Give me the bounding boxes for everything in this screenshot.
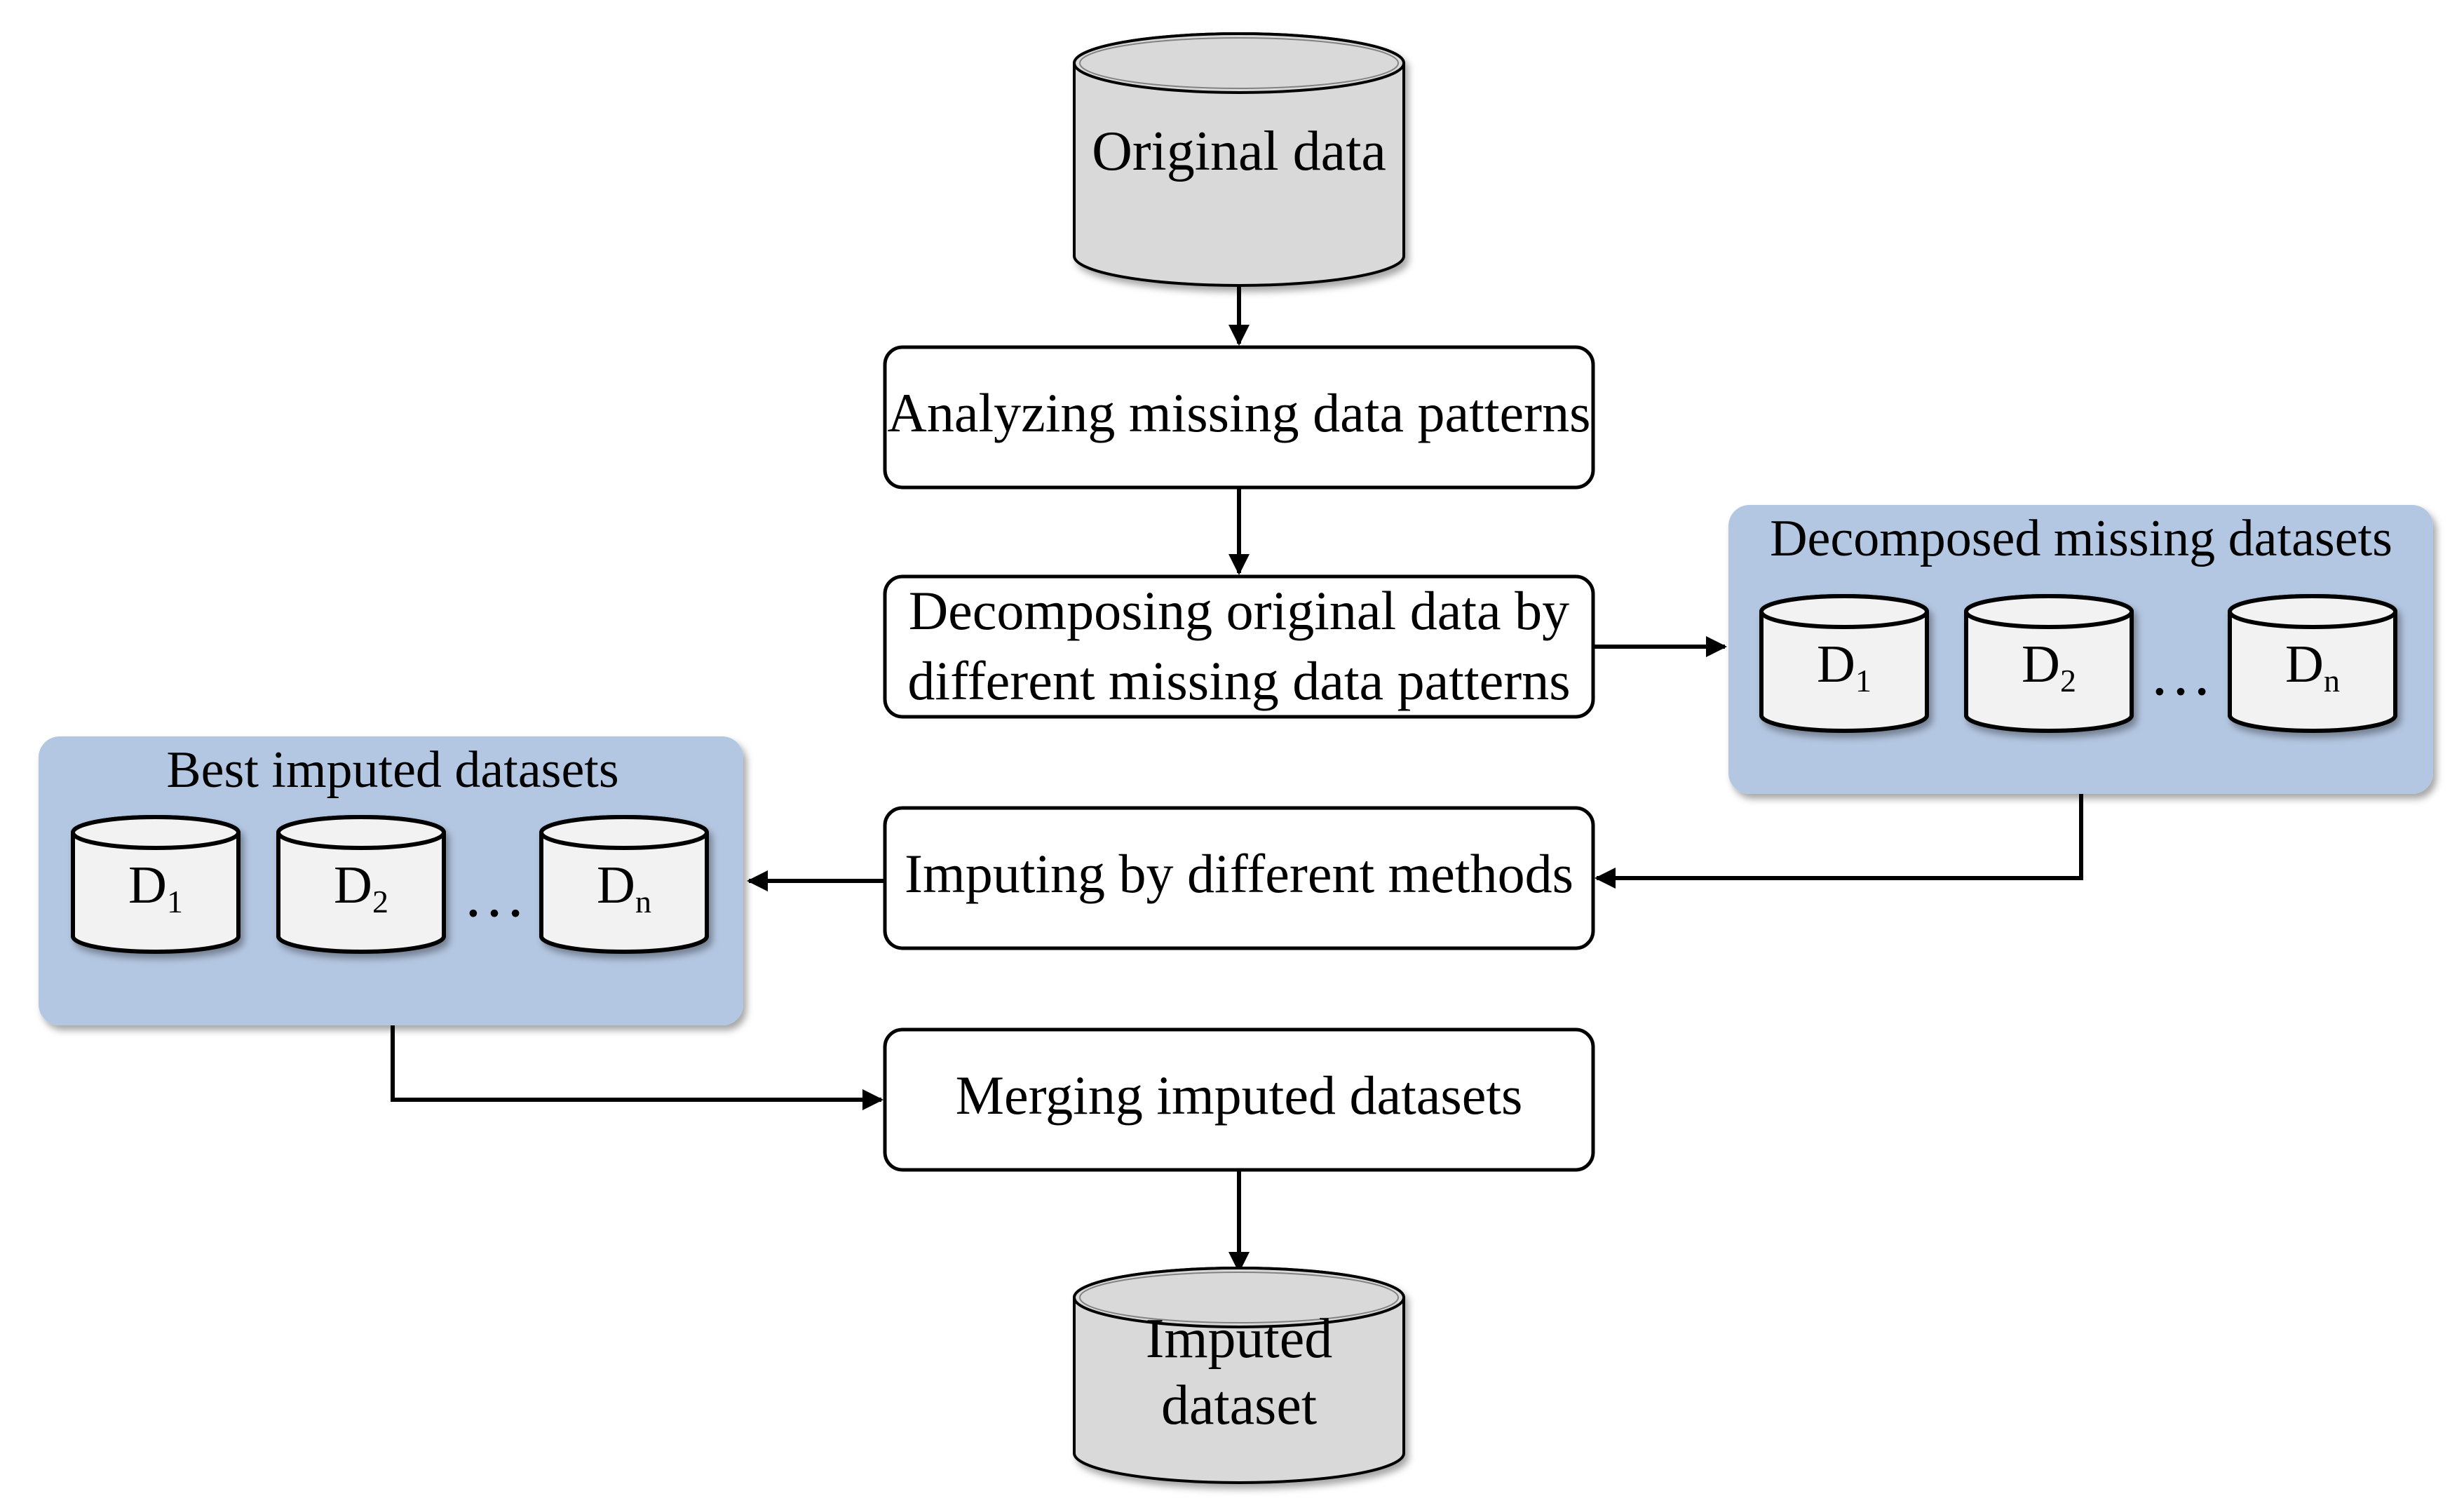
decomposed-datasets-title: Decomposed missing datasets [1770, 510, 2392, 567]
best-dataset-2-top [276, 815, 446, 850]
decomposed-ellipsis: … [2149, 639, 2212, 708]
original-data-cylinder-top-rim [1079, 37, 1399, 89]
best-dataset-1-label: D1 [128, 856, 183, 919]
original-data-cylinder [1073, 32, 1405, 287]
arrow-best-to-merge [391, 1025, 884, 1110]
best-dataset-1-label-sub: 1 [167, 884, 183, 919]
best-dataset-1 [71, 815, 241, 954]
original-data-label-line-1: Original data [1092, 121, 1386, 182]
decomposed-dataset-1 [1759, 594, 1929, 733]
best-dataset-1-label-main: D [128, 856, 167, 915]
best-dataset-2-label: D2 [334, 856, 388, 919]
merge-label-line-1: Merging imputed datasets [956, 1065, 1523, 1126]
decomposed-dataset-1-label-main: D [1817, 635, 1855, 694]
imputed-dataset-cylinder-top-rim [1079, 1272, 1399, 1323]
arrow-panel-to-impute [1595, 794, 2083, 889]
decomposed-dataset-3 [2228, 594, 2397, 733]
analyze-label-line-1: Analyzing missing data patterns [888, 382, 1591, 443]
imputed-dataset-cylinder-top [1073, 1267, 1405, 1328]
decomposed-dataset-3-label: Dn [2285, 635, 2340, 699]
decomposed-dataset-3-top [2228, 594, 2397, 629]
decompose-label-line-1: Decomposing original data by [909, 580, 1569, 641]
imputed-dataset-label-line-1: Imputed [1146, 1308, 1333, 1370]
decomposed-dataset-2-top [1964, 594, 2134, 629]
best-dataset-2-label-main: D [334, 856, 372, 915]
imputed-dataset-cylinder [1073, 1267, 1405, 1484]
decomposed-dataset-2-label: D2 [2022, 635, 2076, 699]
original-data-cylinder-top [1073, 32, 1405, 94]
decomposed-dataset-3-label-main: D [2285, 635, 2324, 694]
best-dataset-2-label-sub: 2 [372, 884, 388, 919]
impute-label-line-1: Imputing by different methods [905, 843, 1573, 904]
decomposed-dataset-1-label: D1 [1817, 635, 1871, 699]
best-dataset-2 [276, 815, 446, 954]
decompose-label-line-2: different missing data patterns [907, 650, 1570, 711]
decomposed-dataset-1-top [1759, 594, 1929, 629]
best-ellipsis: … [463, 861, 526, 930]
best-imputed-datasets-title: Best imputed datasets [166, 741, 618, 799]
best-dataset-3-label-sub: n [635, 884, 651, 919]
best-dataset-3-label-main: D [597, 856, 635, 915]
best-dataset-3-label: Dn [597, 856, 651, 919]
best-dataset-3 [539, 815, 709, 954]
best-dataset-1-top [71, 815, 241, 850]
decomposed-dataset-2-label-sub: 2 [2060, 663, 2076, 699]
imputed-dataset-label-line-2: dataset [1161, 1375, 1317, 1436]
impute-box [883, 806, 1595, 950]
best-dataset-3-top [539, 815, 709, 850]
decomposed-dataset-2-label-main: D [2022, 635, 2060, 694]
decomposed-dataset-3-label-sub: n [2324, 663, 2340, 699]
decomposed-dataset-2 [1964, 594, 2134, 733]
decomposed-dataset-1-label-sub: 1 [1855, 663, 1871, 699]
